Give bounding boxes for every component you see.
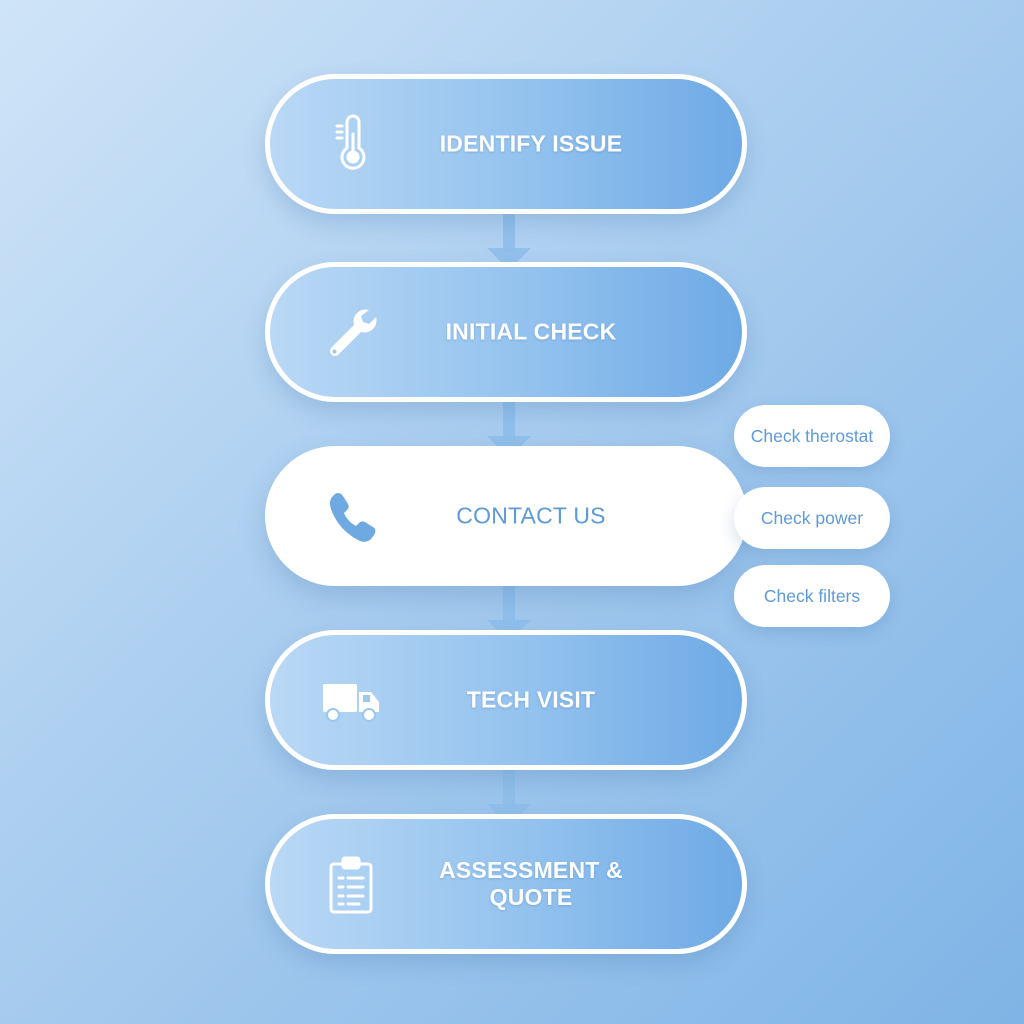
connector-arrow: [484, 212, 534, 272]
step-identify-issue[interactable]: IDENTIFY ISSUE: [265, 74, 747, 214]
step-label: ASSESSMENT & QUOTE: [439, 857, 623, 910]
step-label: CONTACT US: [456, 502, 606, 529]
step-initial-check[interactable]: INITIAL CHECK: [265, 262, 747, 402]
step-tech-visit[interactable]: TECH VISIT: [265, 630, 747, 770]
phone-icon: [316, 481, 386, 551]
thermometer-icon: [316, 109, 386, 179]
step-label: INITIAL CHECK: [445, 318, 617, 345]
truck-icon: [316, 665, 386, 735]
step-label: TECH VISIT: [466, 686, 596, 713]
check-filters-pill[interactable]: Check filters: [734, 565, 890, 627]
wrench-icon: [316, 297, 386, 367]
clipboard-icon: [316, 849, 386, 919]
step-assessment-quote[interactable]: ASSESSMENT & QUOTE: [265, 814, 747, 954]
check-power-pill[interactable]: Check power: [734, 487, 890, 549]
step-label: IDENTIFY ISSUE: [439, 130, 623, 157]
check-thermostat-pill[interactable]: Check therostat: [734, 405, 890, 467]
step-contact-us[interactable]: CONTACT US: [265, 446, 747, 586]
